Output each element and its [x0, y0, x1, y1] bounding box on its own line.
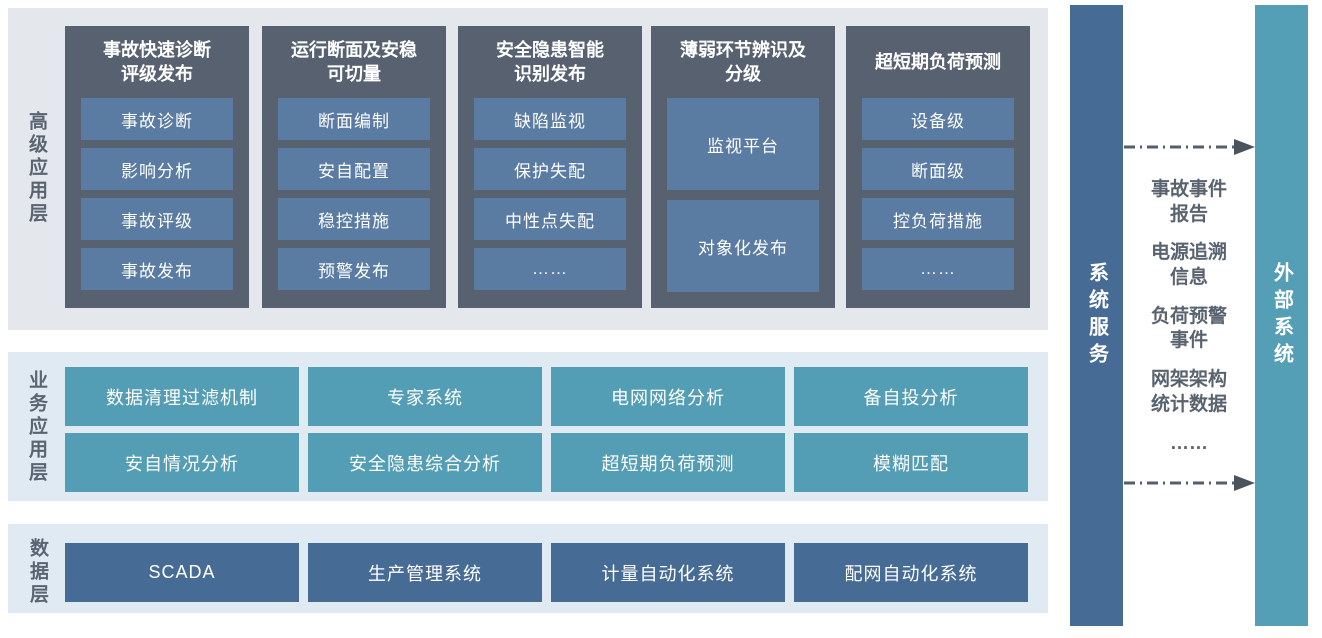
business-module: 备自投分析 [794, 367, 1028, 426]
module-block: 保护失配 [474, 148, 626, 190]
module-block: 稳控措施 [278, 198, 430, 240]
data-layer-label: 数据层 [27, 538, 48, 607]
business-modules-grid: 数据清理过滤机制 专家系统 电网网络分析 备自投分析 安自情况分析 安全隐患综合… [65, 367, 1028, 492]
exchange-data-list: 事故事件 报告 电源追溯 信息 负荷预警 事件 网架架构 统计数据 …… [1123, 178, 1255, 456]
column-items: 事故诊断 影响分析 事故评级 事故发布 [65, 98, 249, 308]
module-block: 断面级 [862, 148, 1014, 190]
exchange-data-item: 负荷预警 事件 [1150, 305, 1227, 352]
advanced-layer-label: 高级应用层 [26, 111, 47, 226]
module-block: 对象化发布 [667, 200, 819, 292]
module-block: 安自配置 [278, 148, 430, 190]
business-module: 安自情况分析 [65, 433, 299, 492]
business-module: 电网网络分析 [551, 367, 785, 426]
module-block: …… [474, 248, 626, 290]
module-block: 影响分析 [81, 148, 233, 190]
module-block: 断面编制 [278, 98, 430, 140]
exchange-data-item: 事故事件 报告 [1150, 179, 1227, 225]
module-block: 预警发布 [278, 248, 430, 290]
business-module: 安全隐患综合分析 [308, 433, 542, 492]
exchange-data-ellipsis: …… [1170, 432, 1208, 454]
column-items: 断面编制 安自配置 稳控措施 预警发布 [262, 98, 446, 308]
business-module: 专家系统 [308, 367, 542, 426]
business-module: 数据清理过滤机制 [65, 367, 299, 426]
module-block: 中性点失配 [474, 198, 626, 240]
column-title: 薄弱环节辨识及 分级 [680, 39, 806, 84]
module-block: 监视平台 [667, 98, 819, 190]
module-block: …… [862, 248, 1014, 290]
exchange-data-item: 电源追溯 信息 [1150, 242, 1227, 289]
business-module: 模糊匹配 [794, 433, 1028, 492]
data-flow-arrow-bottom [1124, 475, 1255, 491]
module-block: 缺陷监视 [474, 98, 626, 140]
column-accident-diagnosis: 事故快速诊断 评级发布 事故诊断 影响分析 事故评级 事故发布 [65, 26, 249, 308]
business-module: 超短期负荷预测 [551, 433, 785, 492]
column-title: 安全隐患智能 识别发布 [496, 39, 604, 84]
data-flow-arrow-top [1124, 139, 1255, 155]
module-block: 事故发布 [81, 248, 233, 290]
module-block: 设备级 [862, 98, 1014, 140]
external-system-bar: 外部系统 [1255, 5, 1308, 626]
module-block: 控负荷措施 [862, 198, 1014, 240]
column-title: 超短期负荷预测 [875, 51, 1001, 72]
column-operation-section: 运行断面及安稳 可切量 断面编制 安自配置 稳控措施 预警发布 [262, 26, 446, 308]
exchange-data-item: 网架架构 统计数据 [1150, 369, 1227, 415]
data-sources-grid: SCADA 生产管理系统 计量自动化系统 配网自动化系统 [65, 543, 1028, 602]
business-layer-label: 业务应用层 [26, 370, 47, 485]
column-title: 运行断面及安稳 可切量 [291, 39, 417, 84]
column-items: 监视平台 对象化发布 [651, 98, 835, 308]
column-items: 设备级 断面级 控负荷措施 …… [846, 98, 1030, 308]
column-weak-link: 薄弱环节辨识及 分级 监视平台 对象化发布 [651, 26, 835, 308]
system-service-bar: 系统服务 [1070, 5, 1123, 626]
module-block: 事故诊断 [81, 98, 233, 140]
system-service-label: 系统服务 [1085, 261, 1108, 370]
column-items: 缺陷监视 保护失配 中性点失配 …… [458, 98, 642, 308]
module-block: 事故评级 [81, 198, 233, 240]
data-source-block: SCADA [65, 543, 299, 602]
column-load-forecast: 超短期负荷预测 设备级 断面级 控负荷措施 …… [846, 26, 1030, 308]
data-source-block: 配网自动化系统 [794, 543, 1028, 602]
data-source-block: 生产管理系统 [308, 543, 542, 602]
data-source-block: 计量自动化系统 [551, 543, 785, 602]
column-hidden-danger: 安全隐患智能 识别发布 缺陷监视 保护失配 中性点失配 …… [458, 26, 642, 308]
external-system-label: 外部系统 [1270, 261, 1293, 370]
column-title: 事故快速诊断 评级发布 [103, 39, 211, 84]
